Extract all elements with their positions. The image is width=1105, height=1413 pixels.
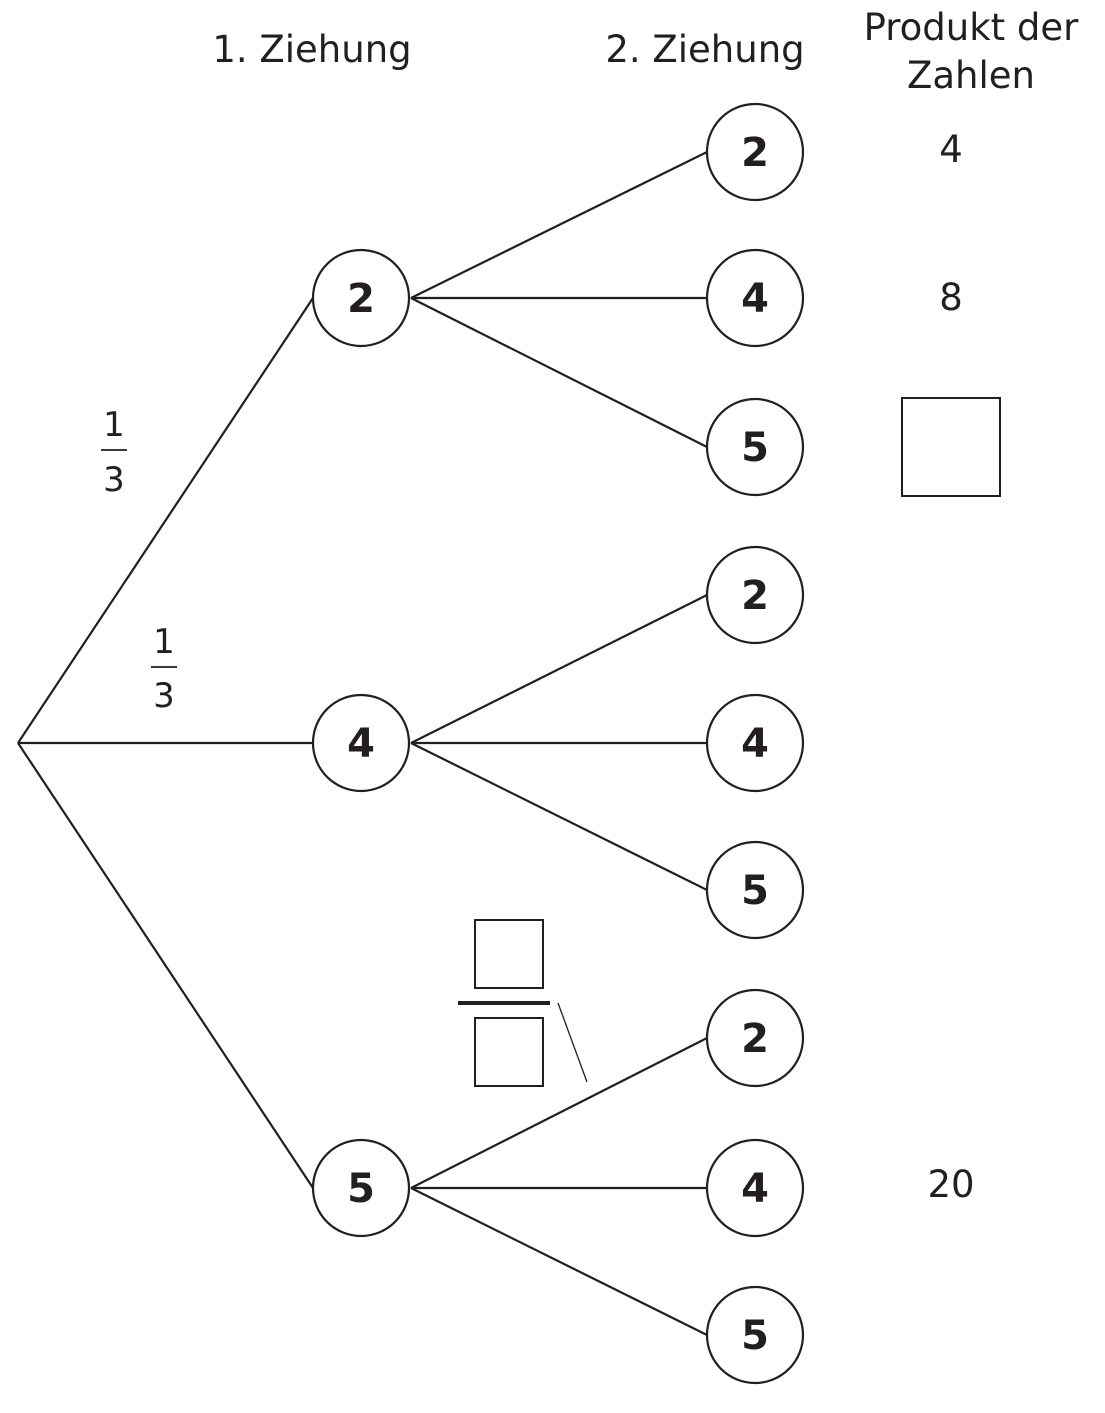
node-first-draw-4: 4 xyxy=(311,693,411,793)
fraction-numerator: 1 xyxy=(153,622,175,662)
node-circle xyxy=(705,840,805,940)
node-label: 2 xyxy=(347,276,375,322)
header-product-line2: Zahlen xyxy=(907,54,1035,97)
node-first-draw-2: 2 xyxy=(311,248,411,348)
edge-5-to-5 xyxy=(410,1187,708,1336)
node-second-draw-2-2: 2 xyxy=(705,102,805,202)
node-circle xyxy=(705,397,805,497)
header-second-draw: 2. Ziehung xyxy=(605,28,804,71)
edge-root-to-2 xyxy=(17,297,314,744)
header-product-line1: Produkt der xyxy=(864,6,1080,49)
node-circle xyxy=(705,102,805,202)
fraction-denominator: 3 xyxy=(153,676,175,716)
pointer-line xyxy=(557,1002,588,1083)
fraction-denominator: 3 xyxy=(103,460,125,500)
fraction-root-to-4: 1 3 xyxy=(151,622,177,716)
product-2-5-blank-box[interactable] xyxy=(901,397,1001,497)
node-second-draw-4-2: 2 xyxy=(705,545,805,645)
node-circle xyxy=(311,693,411,793)
header-first-draw: 1. Ziehung xyxy=(212,28,411,71)
node-circle xyxy=(705,545,805,645)
product-5-4: 20 xyxy=(927,1163,974,1206)
node-circle xyxy=(311,248,411,348)
node-label: 5 xyxy=(741,1313,769,1359)
node-circle xyxy=(705,693,805,793)
node-second-draw-2-4: 4 xyxy=(705,248,805,348)
edge-2-to-2 xyxy=(410,151,708,299)
node-label: 4 xyxy=(741,721,769,767)
node-circle xyxy=(705,988,805,1088)
edge-root-to-5 xyxy=(17,742,314,1189)
blank-denominator-box[interactable] xyxy=(474,1017,544,1087)
node-label: 4 xyxy=(741,1166,769,1212)
node-label: 4 xyxy=(741,276,769,322)
node-second-draw-5-2: 2 xyxy=(705,988,805,1088)
node-circle xyxy=(705,1285,805,1385)
edge-4-to-5 xyxy=(410,742,708,891)
node-label: 2 xyxy=(741,130,769,176)
node-second-draw-4-5: 5 xyxy=(705,840,805,940)
node-second-draw-2-5: 5 xyxy=(705,397,805,497)
fraction-numerator: 1 xyxy=(103,405,125,445)
fraction-root-to-2: 1 3 xyxy=(101,405,127,500)
node-circle xyxy=(311,1138,411,1238)
product-2-2: 4 xyxy=(939,128,963,171)
node-label: 4 xyxy=(347,721,375,767)
edge-5-to-2 xyxy=(410,1037,708,1189)
node-second-draw-5-4: 4 xyxy=(705,1138,805,1238)
edge-4-to-2 xyxy=(410,594,708,744)
node-label: 5 xyxy=(347,1166,375,1212)
node-label: 2 xyxy=(741,573,769,619)
node-label: 2 xyxy=(741,1016,769,1062)
node-label: 5 xyxy=(741,425,769,471)
edge-2-to-5 xyxy=(410,297,708,448)
node-first-draw-5: 5 xyxy=(311,1138,411,1238)
node-circle xyxy=(705,248,805,348)
blank-numerator-box[interactable] xyxy=(474,919,544,989)
product-2-4: 8 xyxy=(939,276,963,319)
node-label: 5 xyxy=(741,868,769,914)
node-second-draw-5-5: 5 xyxy=(705,1285,805,1385)
blank-fraction-node5-to-2 xyxy=(458,919,588,1087)
node-circle xyxy=(705,1138,805,1238)
node-second-draw-4-4: 4 xyxy=(705,693,805,793)
